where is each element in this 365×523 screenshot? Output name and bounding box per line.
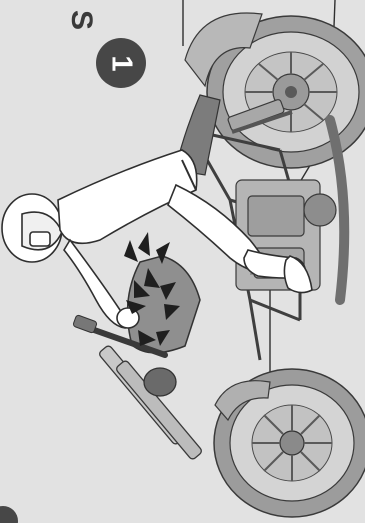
headlight xyxy=(144,368,176,396)
front-fork xyxy=(98,345,203,461)
rider-helmet-icon xyxy=(2,194,62,262)
grip xyxy=(73,315,98,334)
